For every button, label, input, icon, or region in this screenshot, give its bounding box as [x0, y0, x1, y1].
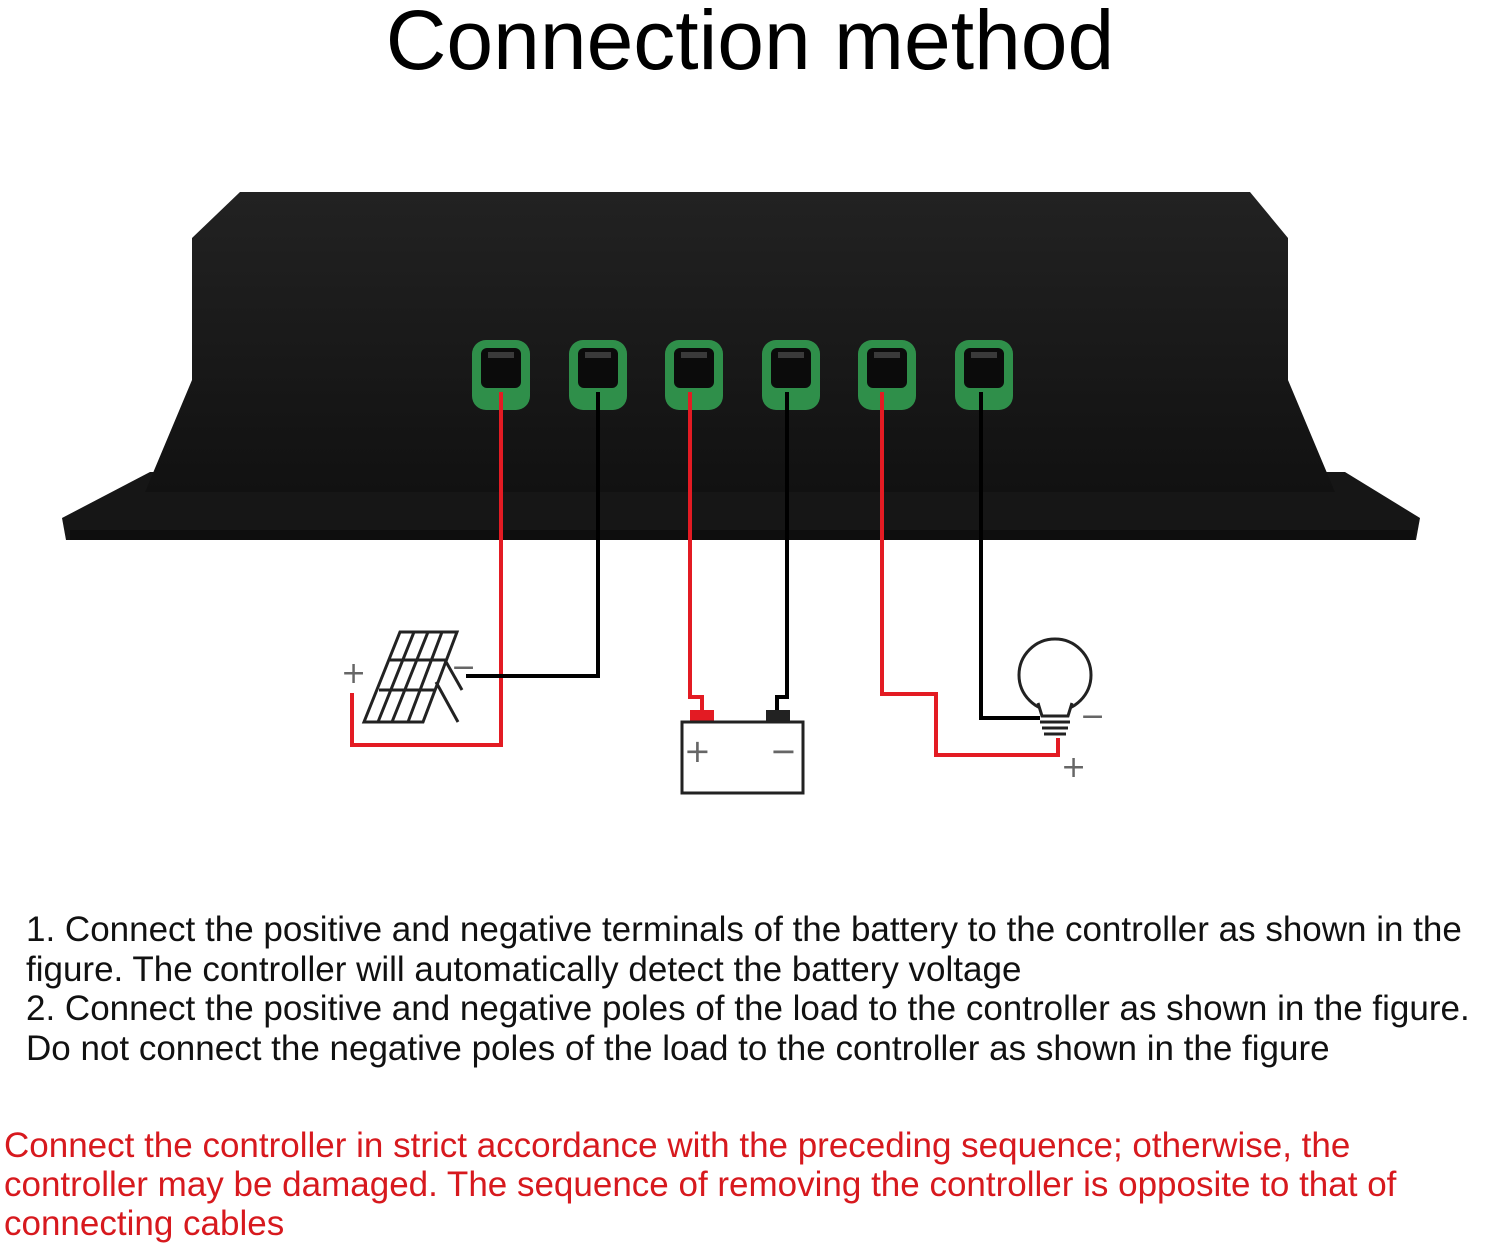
load-negative-wire — [979, 392, 1040, 720]
instruction-step-1: 1. Connect the positive and negative ter… — [26, 910, 1462, 989]
instruction-step-2: 2. Connect the positive and negative pol… — [26, 989, 1470, 1068]
terminal-load-positive[interactable] — [858, 340, 916, 410]
load-minus-sign: − — [1080, 699, 1105, 734]
battery-icon — [680, 710, 805, 795]
page-title: Connection method — [385, 0, 1115, 87]
terminal-solar-positive[interactable] — [472, 340, 530, 410]
terminal-solar-negative[interactable] — [569, 340, 627, 410]
terminal-block — [472, 340, 1013, 410]
solar-positive-wire — [350, 392, 503, 747]
instructions: 1. Connect the positive and negative ter… — [26, 910, 1491, 1068]
wiring-diagram: + − + − − + — [62, 192, 1420, 795]
solar-minus-sign: − — [451, 650, 476, 685]
battery-positive-wire — [688, 392, 704, 712]
solar-panel-icon — [361, 630, 464, 724]
controller-housing — [145, 192, 1335, 492]
controller-body — [62, 192, 1420, 540]
warning-text: Connect the controller in strict accorda… — [4, 1126, 1397, 1243]
light-bulb-icon — [1017, 637, 1093, 736]
solar-negative-wire — [466, 392, 600, 678]
battery-plus-sign: + — [684, 732, 711, 770]
terminal-load-negative[interactable] — [955, 340, 1013, 410]
load-plus-sign: + — [1061, 750, 1086, 785]
battery-negative-wire — [775, 392, 789, 712]
solar-plus-sign: + — [341, 656, 366, 691]
battery-minus-sign: − — [770, 732, 797, 770]
load-positive-wire — [880, 392, 1060, 757]
terminal-battery-positive[interactable] — [665, 340, 723, 410]
terminal-battery-negative[interactable] — [762, 340, 820, 410]
